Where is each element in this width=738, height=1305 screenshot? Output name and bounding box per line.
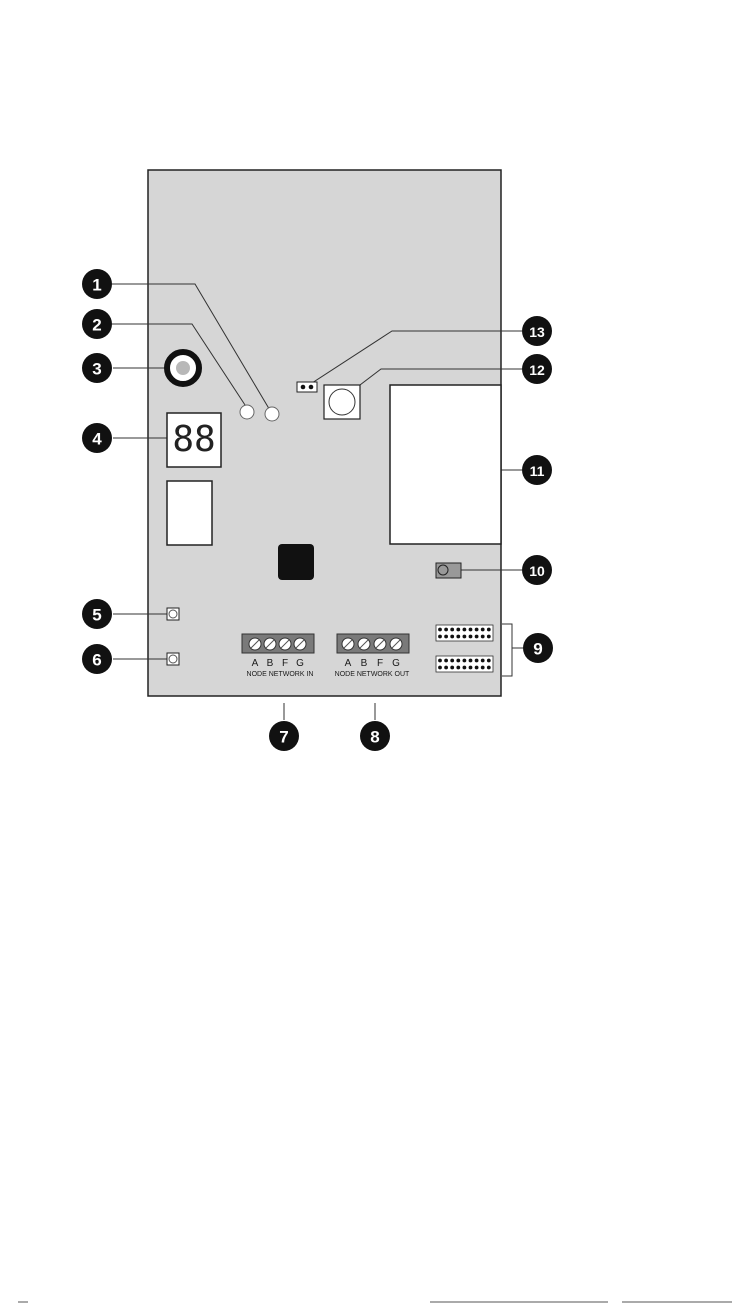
header-pin: [475, 659, 479, 663]
header-pin: [481, 659, 485, 663]
callout-number: 2: [92, 316, 101, 335]
header-pin: [456, 635, 460, 639]
terminal-letter: A: [345, 658, 352, 669]
buzzer-center: [176, 361, 190, 375]
terminal-block-label: NODE NETWORK IN: [247, 671, 314, 678]
header-pin: [444, 628, 448, 632]
header-pin: [463, 635, 467, 639]
header-pin: [475, 666, 479, 670]
callout-number: 12: [529, 362, 545, 378]
header-pin: [456, 659, 460, 663]
callout-7: 7: [269, 721, 299, 751]
callout-number: 8: [370, 728, 379, 747]
callout-number: 9: [533, 640, 542, 659]
callout-11: 11: [522, 455, 552, 485]
terminal-letter: B: [267, 658, 274, 669]
header-pin: [487, 628, 491, 632]
terminal-block-label: NODE NETWORK OUT: [335, 671, 410, 678]
callout-12: 12: [522, 354, 552, 384]
callout-9: 9: [523, 633, 553, 663]
jumper-pin: [301, 385, 306, 390]
header-pin: [450, 659, 454, 663]
header-pin: [463, 659, 467, 663]
header-pin: [438, 659, 442, 663]
header-pin: [450, 635, 454, 639]
header-pin: [444, 635, 448, 639]
component-block: [167, 481, 212, 545]
terminal-letter: A: [252, 658, 259, 669]
terminal-letter: F: [377, 658, 383, 669]
callout-number: 4: [92, 430, 102, 449]
callout-number: 13: [529, 324, 545, 340]
callout-number: 7: [279, 728, 288, 747]
header-pin: [481, 628, 485, 632]
header-pin: [475, 635, 479, 639]
callout-2: 2: [82, 309, 112, 339]
callout-number: 6: [92, 651, 101, 670]
terminal-letter: G: [392, 658, 400, 669]
callout-number: 1: [92, 276, 101, 295]
callout-4: 4: [82, 423, 112, 453]
callout-number: 5: [92, 606, 101, 625]
pin-header-1: [436, 625, 493, 641]
header-pin: [450, 666, 454, 670]
header-pin: [475, 628, 479, 632]
header-pin: [438, 635, 442, 639]
leader-line-9-bracket: [502, 624, 512, 676]
header-pin: [450, 628, 454, 632]
led-1: [265, 407, 279, 421]
pin-header-2: [436, 656, 493, 672]
header-pin: [487, 659, 491, 663]
header-pin: [487, 635, 491, 639]
header-pin: [438, 628, 442, 632]
callout-3: 3: [82, 353, 112, 383]
terminal-letter: B: [361, 658, 368, 669]
callout-number: 3: [92, 360, 101, 379]
header-pin: [469, 628, 473, 632]
led-2: [240, 405, 254, 419]
header-pin: [456, 628, 460, 632]
terminal-letter: G: [296, 658, 304, 669]
display-digits: 88: [172, 419, 215, 460]
header-pin: [469, 659, 473, 663]
header-pin: [456, 666, 460, 670]
header-pin: [481, 635, 485, 639]
large-module: [390, 385, 501, 544]
callout-6: 6: [82, 644, 112, 674]
callout-number: 11: [530, 463, 545, 479]
jumper-pin: [309, 385, 314, 390]
callout-10: 10: [522, 555, 552, 585]
small-component-10: [436, 563, 461, 578]
header-pin: [469, 635, 473, 639]
callout-5: 5: [82, 599, 112, 629]
callout-1: 1: [82, 269, 112, 299]
header-pin: [481, 666, 485, 670]
callout-13: 13: [522, 316, 552, 346]
terminal-letter: F: [282, 658, 288, 669]
header-pin: [444, 666, 448, 670]
header-pin: [463, 628, 467, 632]
header-pin: [487, 666, 491, 670]
push-button-cap: [329, 389, 355, 415]
microcontroller-chip: [278, 544, 314, 580]
header-pin: [469, 666, 473, 670]
header-pin: [438, 666, 442, 670]
header-pin: [463, 666, 467, 670]
callout-8: 8: [360, 721, 390, 751]
header-pin: [444, 659, 448, 663]
callout-number: 10: [529, 563, 545, 579]
jumper: [297, 382, 317, 392]
